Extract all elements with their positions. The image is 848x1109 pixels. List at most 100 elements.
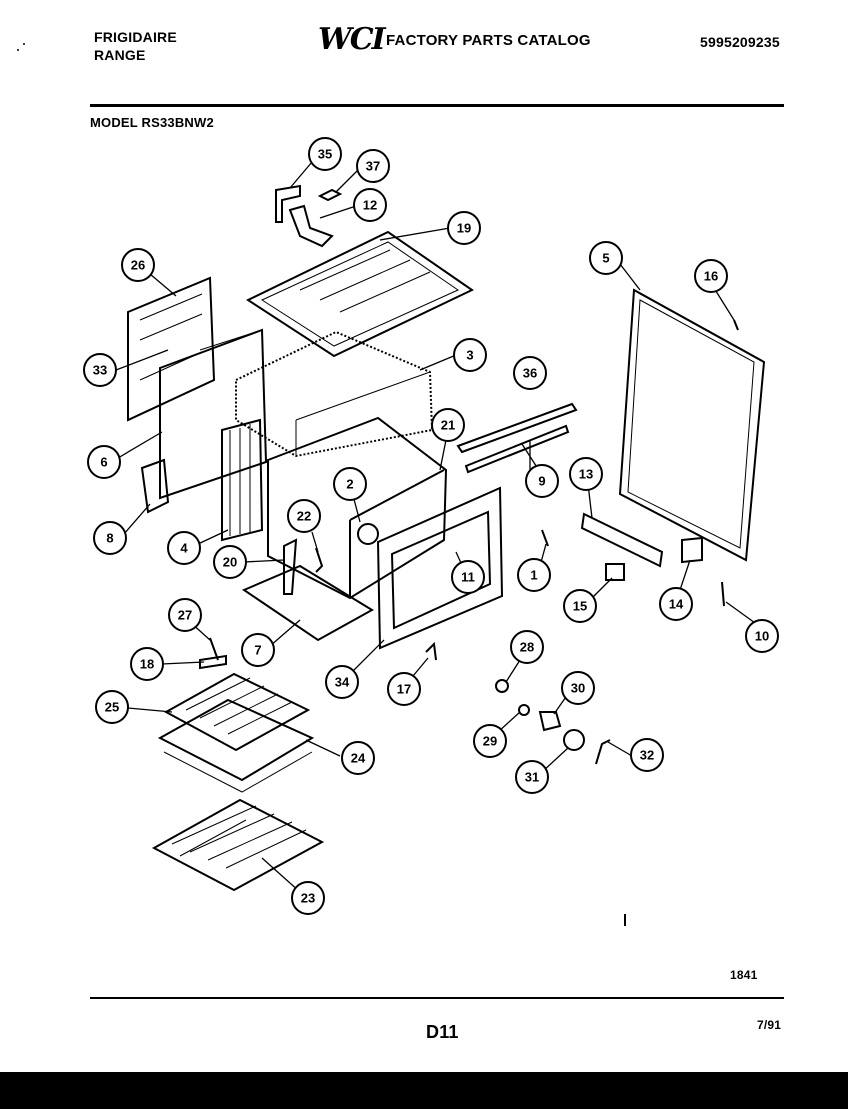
svg-text:10: 10 [755,629,769,644]
svg-text:16: 16 [704,269,718,284]
svg-text:29: 29 [483,734,497,749]
part-19-top-frame [245,230,474,358]
svg-text:23: 23 [301,891,315,906]
svg-text:17: 17 [397,682,411,697]
part-12-bracket [288,204,334,248]
part-20-bracket [283,538,298,595]
svg-text:31: 31 [525,770,539,785]
svg-text:36: 36 [523,366,537,381]
part-9-strip [464,424,570,474]
model-label: MODEL RS33BNW2 [90,115,214,130]
exploded-parts-diagram: 35 37 12 19 26 33 3 6 8 4 2 21 22 20 7 1… [17,43,779,926]
svg-text:28: 28 [520,640,534,655]
part-15-clip [605,563,625,581]
brand-name: FRIGIDAIRE [94,29,177,45]
svg-text:35: 35 [318,147,332,162]
svg-text:32: 32 [640,748,654,763]
svg-text:15: 15 [573,599,587,614]
callout-35: 35 [308,137,342,171]
callout-23: 23 [291,881,325,915]
svg-text:7: 7 [254,643,261,658]
part-6-side-panel [159,328,268,500]
part-25-broiler-grid [163,672,311,752]
part-22-clip [315,547,324,573]
callout-7: 7 [241,633,275,667]
callout-19: 19 [447,211,481,245]
svg-text:24: 24 [351,751,366,766]
callout-32: 32 [630,738,664,772]
product-type: RANGE [94,47,146,63]
callout-28: 28 [510,630,544,664]
svg-text:30: 30 [571,681,585,696]
callout-24: 24 [341,741,375,775]
svg-text:18: 18 [140,657,154,672]
callout-27: 27 [168,598,202,632]
callout-5: 5 [589,241,623,275]
svg-text:37: 37 [366,159,380,174]
part-34-door-frame [376,486,504,650]
leader-lines [115,161,763,893]
part-17-bracket [425,641,437,661]
svg-text:5: 5 [602,251,609,266]
scan-speck [17,49,19,51]
part-23-oven-rack [151,798,325,892]
callout-17: 17 [387,672,421,706]
svg-text:8: 8 [106,531,113,546]
callout-14: 14 [659,587,693,621]
callout-29: 29 [473,724,507,758]
scan-border [0,1072,848,1109]
brand-block: FRIGIDAIRE RANGE [94,28,177,64]
callout-21: 21 [431,408,465,442]
scan-speck [23,43,25,45]
callout-37: 37 [356,149,390,183]
part-31-knob [563,729,585,751]
part-24-broiler-pan [157,698,315,793]
callout-30: 30 [561,671,595,705]
page-number: D11 [426,1022,459,1042]
svg-text:27: 27 [178,608,192,623]
part-7-bottom-plate [241,564,374,642]
svg-text:13: 13 [579,467,593,482]
svg-text:19: 19 [457,221,471,236]
part-4-insulation-block [221,418,264,542]
svg-text:33: 33 [93,363,107,378]
svg-text:9: 9 [538,474,545,489]
callout-22: 22 [287,499,321,533]
svg-text:22: 22 [297,509,311,524]
svg-text:14: 14 [669,597,684,612]
callout-34: 34 [325,665,359,699]
part-18-bracket [199,654,227,670]
callout-10: 10 [745,619,779,653]
part-13-rail [580,512,664,568]
callout-6: 6 [87,445,121,479]
svg-text:4: 4 [180,541,188,556]
catalog-part-number: 5995209235 [700,34,780,50]
callout-11: 11 [451,560,485,594]
svg-text:34: 34 [335,675,350,690]
callout-16: 16 [694,259,728,293]
callout-31: 31 [515,760,549,794]
part-16-screw [733,319,739,331]
callout-15: 15 [563,589,597,623]
header-divider [90,104,784,107]
callout-36: 36 [513,356,547,390]
callout-18: 18 [130,647,164,681]
callout-1: 1 [517,558,551,592]
part-26-rear-panel [127,276,216,422]
svg-text:2: 2 [346,477,353,492]
callout-3: 3 [453,338,487,372]
part-10-screw [721,581,725,607]
part-36-strip [456,402,578,454]
part-29-nut [518,704,530,716]
svg-text:26: 26 [131,258,145,273]
part-27-bracket [209,637,219,661]
svg-text:11: 11 [461,570,475,585]
callout-26: 26 [121,248,155,282]
footer-divider [90,997,784,999]
part-32-spring [595,739,611,765]
svg-text:21: 21 [441,418,455,433]
svg-text:6: 6 [100,455,107,470]
svg-text:20: 20 [223,555,237,570]
callout-13: 13 [569,457,603,491]
svg-text:3: 3 [466,348,473,363]
